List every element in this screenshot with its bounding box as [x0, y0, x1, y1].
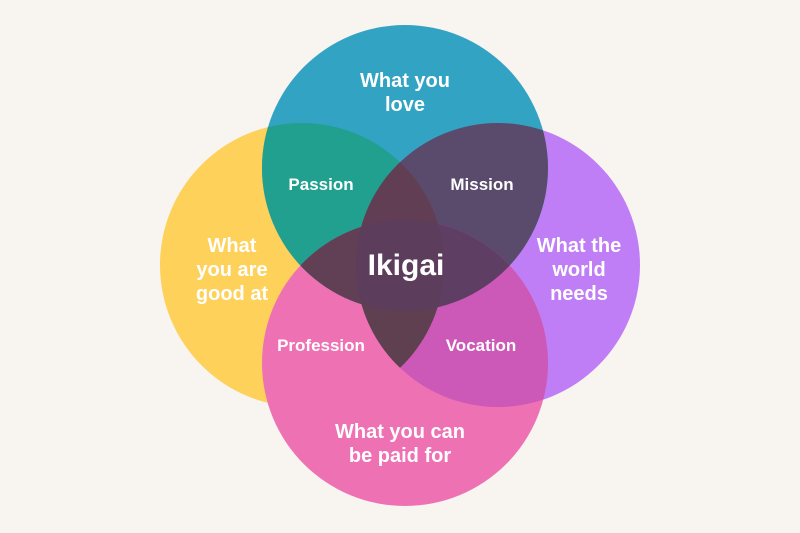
label-what-you-love: What you love — [360, 69, 450, 117]
label-good-line2: you are — [196, 259, 268, 281]
label-vocation: Vocation — [445, 335, 517, 355]
label-what-you-are-good-at: What you are good at — [196, 234, 268, 306]
label-profession: Profession — [277, 335, 365, 355]
label-ikigai: Ikigai — [367, 249, 445, 282]
label-world-line2: world — [552, 259, 606, 281]
label-what-you-can-be-paid-for: What you can be paid for — [335, 420, 465, 468]
label-paid-line2: be paid for — [348, 445, 452, 467]
label-love-line2: love — [384, 94, 426, 116]
label-mission: Mission — [450, 174, 514, 194]
label-paid-line1: What you can — [334, 421, 466, 443]
label-good-line3: good at — [195, 283, 269, 305]
label-world-line1: What the — [536, 235, 622, 257]
label-love-line1: What you — [360, 70, 450, 92]
label-world-line3: needs — [550, 283, 608, 305]
label-good-line1: What — [207, 235, 257, 257]
label-what-the-world-needs: What the world needs — [537, 234, 621, 306]
label-passion: Passion — [288, 174, 354, 194]
